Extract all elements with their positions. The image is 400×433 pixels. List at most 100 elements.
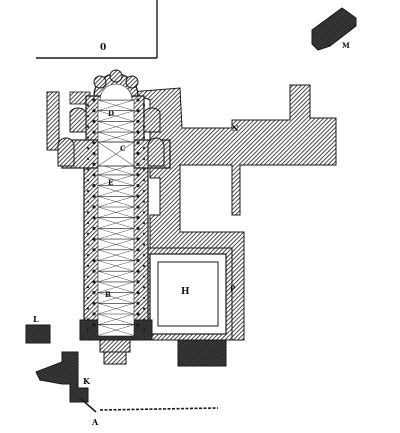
aisle-pier xyxy=(142,189,146,193)
aisle-pier xyxy=(86,168,90,171)
aisle-pier xyxy=(142,125,146,128)
vault-rib xyxy=(97,303,135,315)
aisle-pier xyxy=(142,114,146,118)
label-m: M xyxy=(342,41,350,50)
pier xyxy=(136,258,140,263)
pier xyxy=(136,141,140,145)
pier xyxy=(92,323,96,327)
pier xyxy=(136,323,140,327)
aisle-pier xyxy=(142,307,146,310)
church-interior xyxy=(86,83,146,337)
pier xyxy=(136,237,140,241)
aisle-pier xyxy=(142,200,146,203)
crossing-rib xyxy=(97,141,135,167)
vault-rib xyxy=(97,131,135,143)
pier xyxy=(136,151,140,156)
label-h: H xyxy=(181,287,190,297)
aisle-pier xyxy=(142,232,146,235)
pier xyxy=(136,205,140,209)
aisle-pier xyxy=(142,221,146,225)
pier xyxy=(92,291,96,295)
aisle-pier xyxy=(86,243,90,246)
aisle-pier xyxy=(86,179,90,182)
aisle-pier xyxy=(86,232,90,235)
aisle-pier xyxy=(142,104,146,107)
building-l xyxy=(25,324,51,344)
label-n: N xyxy=(232,124,239,133)
pier xyxy=(92,312,96,316)
cloister-h xyxy=(143,247,233,341)
vault-rib xyxy=(97,228,135,240)
pier xyxy=(92,216,96,220)
aisle-pier xyxy=(86,104,90,107)
vault-rib xyxy=(97,292,135,304)
apse-interior xyxy=(99,83,133,101)
aisle-pier xyxy=(142,157,146,160)
aisle-pier xyxy=(142,211,146,214)
aisle-pier xyxy=(86,286,90,289)
aisle-pier xyxy=(142,264,146,267)
vault-rib xyxy=(97,185,135,197)
pier xyxy=(92,280,96,284)
pier xyxy=(92,258,96,263)
label-d: D xyxy=(108,109,114,118)
aisle-pier xyxy=(86,157,90,160)
label-a: A xyxy=(91,417,99,427)
aisle-pier xyxy=(142,136,146,139)
building-south-cloister xyxy=(177,339,227,367)
vault-rib xyxy=(97,260,135,272)
pier xyxy=(136,226,140,230)
pier xyxy=(92,173,96,177)
aisle-pier xyxy=(142,318,146,321)
pier xyxy=(136,269,140,273)
precinct-wall xyxy=(79,397,219,413)
pier xyxy=(92,184,96,188)
vault-rib xyxy=(97,271,135,283)
aisle-pier xyxy=(86,189,90,193)
pier xyxy=(92,194,96,198)
label-o: 0 xyxy=(100,43,106,53)
vault-rib xyxy=(97,238,135,250)
pier xyxy=(92,119,96,123)
vault-rib xyxy=(97,313,135,325)
aisle-pier xyxy=(86,221,90,225)
aisle-pier xyxy=(86,136,90,139)
aisle-pier xyxy=(86,125,90,128)
pier xyxy=(92,248,96,252)
aisle-pier xyxy=(86,114,90,118)
label-b: B xyxy=(105,290,111,299)
pier xyxy=(136,291,140,295)
pier xyxy=(136,109,140,113)
aisle-pier xyxy=(142,296,146,300)
pier xyxy=(136,130,140,134)
pier xyxy=(136,98,140,102)
pier xyxy=(136,301,140,305)
vault-rib xyxy=(97,196,135,208)
vault-rib xyxy=(97,110,135,122)
vault-rib xyxy=(97,206,135,218)
pier xyxy=(92,226,96,230)
enclosure-o xyxy=(36,0,158,59)
building-k xyxy=(35,351,89,403)
vault-rib xyxy=(97,281,135,293)
aisle-pier xyxy=(86,275,90,278)
pier xyxy=(92,205,96,209)
pier xyxy=(92,141,96,145)
aisle-pier xyxy=(86,307,90,310)
label-p: P xyxy=(230,284,236,293)
vault-rib xyxy=(97,121,135,133)
vault-rib xyxy=(97,249,135,261)
aisle-pier xyxy=(142,147,146,150)
pier xyxy=(136,162,140,166)
pier xyxy=(92,151,96,156)
pier xyxy=(92,237,96,241)
aisle-pier xyxy=(86,254,90,257)
aisle-pier xyxy=(142,328,146,332)
pier xyxy=(92,162,96,166)
aisle-pier xyxy=(86,264,90,267)
aisle-pier xyxy=(86,200,90,203)
pier xyxy=(136,119,140,123)
pier xyxy=(92,269,96,273)
